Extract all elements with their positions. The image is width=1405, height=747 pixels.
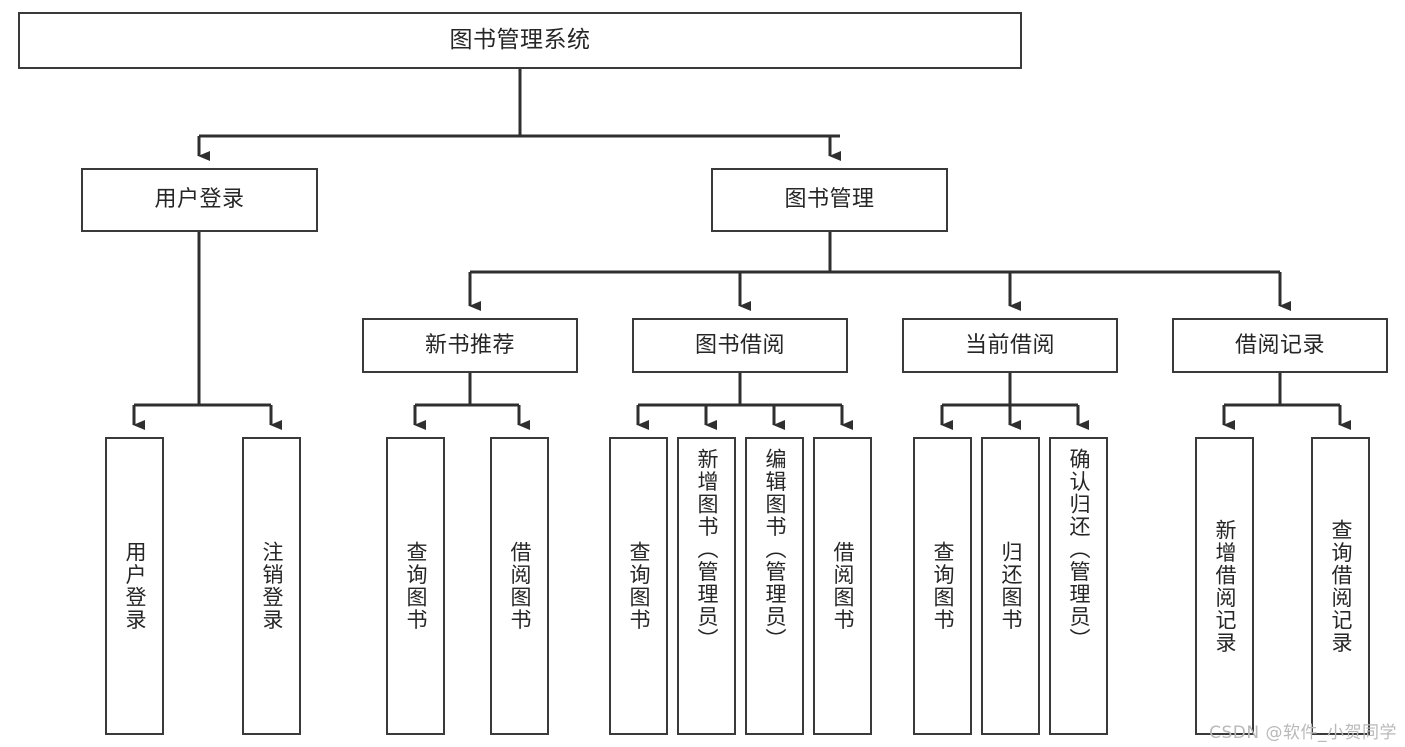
leaf-user-login-label: 用户登录 bbox=[123, 541, 147, 631]
leaf-return-book[interactable]: 归还图书 bbox=[981, 437, 1040, 735]
leaf-add-book-label: 新增图书（管理员） bbox=[695, 448, 719, 651]
node-book-manage-label: 图书管理 bbox=[784, 187, 875, 213]
leaf-borrow-book-1-label: 借阅图书 bbox=[508, 541, 532, 631]
node-book-manage[interactable]: 图书管理 bbox=[711, 168, 948, 232]
node-root[interactable]: 图书管理系统 bbox=[18, 12, 1022, 69]
node-user-login[interactable]: 用户登录 bbox=[81, 168, 318, 232]
node-new-book-rec-label: 新书推荐 bbox=[424, 332, 515, 358]
node-current-borrow[interactable]: 当前借阅 bbox=[902, 318, 1118, 373]
leaf-user-login[interactable]: 用户登录 bbox=[105, 437, 164, 735]
leaf-query-book-2[interactable]: 查询图书 bbox=[609, 437, 668, 735]
leaf-edit-book[interactable]: 编辑图书（管理员） bbox=[745, 437, 804, 735]
leaf-query-book-1[interactable]: 查询图书 bbox=[386, 437, 445, 735]
leaf-query-book-1-label: 查询图书 bbox=[404, 541, 428, 631]
leaf-query-record-label: 查询借阅记录 bbox=[1329, 518, 1353, 654]
node-new-book-rec[interactable]: 新书推荐 bbox=[362, 318, 578, 373]
leaf-query-book-2-label: 查询图书 bbox=[627, 541, 651, 631]
leaf-add-record[interactable]: 新增借阅记录 bbox=[1195, 437, 1254, 735]
node-current-borrow-label: 当前借阅 bbox=[964, 332, 1055, 358]
leaf-add-record-label: 新增借阅记录 bbox=[1213, 518, 1237, 654]
leaf-borrow-book-1[interactable]: 借阅图书 bbox=[490, 437, 549, 735]
node-user-login-label: 用户登录 bbox=[154, 187, 245, 213]
leaf-confirm-return[interactable]: 确认归还（管理员） bbox=[1049, 437, 1108, 735]
leaf-return-book-label: 归还图书 bbox=[999, 541, 1023, 631]
leaf-query-record[interactable]: 查询借阅记录 bbox=[1311, 437, 1370, 735]
leaf-edit-book-label: 编辑图书（管理员） bbox=[763, 448, 787, 651]
node-borrow-record[interactable]: 借阅记录 bbox=[1172, 318, 1388, 373]
leaf-borrow-book-2-label: 借阅图书 bbox=[831, 541, 855, 631]
leaf-query-book-3-label: 查询图书 bbox=[931, 541, 955, 631]
watermark-text: CSDN @软件_小贺同学 bbox=[1209, 723, 1397, 743]
node-book-borrow-label: 图书借阅 bbox=[694, 332, 785, 358]
leaf-user-logout-label: 注销登录 bbox=[260, 541, 284, 631]
leaf-confirm-return-label: 确认归还（管理员） bbox=[1067, 448, 1091, 651]
leaf-user-logout[interactable]: 注销登录 bbox=[242, 437, 301, 735]
node-book-borrow[interactable]: 图书借阅 bbox=[632, 318, 848, 373]
node-borrow-record-label: 借阅记录 bbox=[1234, 332, 1325, 358]
leaf-borrow-book-2[interactable]: 借阅图书 bbox=[813, 437, 872, 735]
leaf-query-book-3[interactable]: 查询图书 bbox=[913, 437, 972, 735]
node-root-label: 图书管理系统 bbox=[449, 26, 591, 53]
leaf-add-book[interactable]: 新增图书（管理员） bbox=[677, 437, 736, 735]
